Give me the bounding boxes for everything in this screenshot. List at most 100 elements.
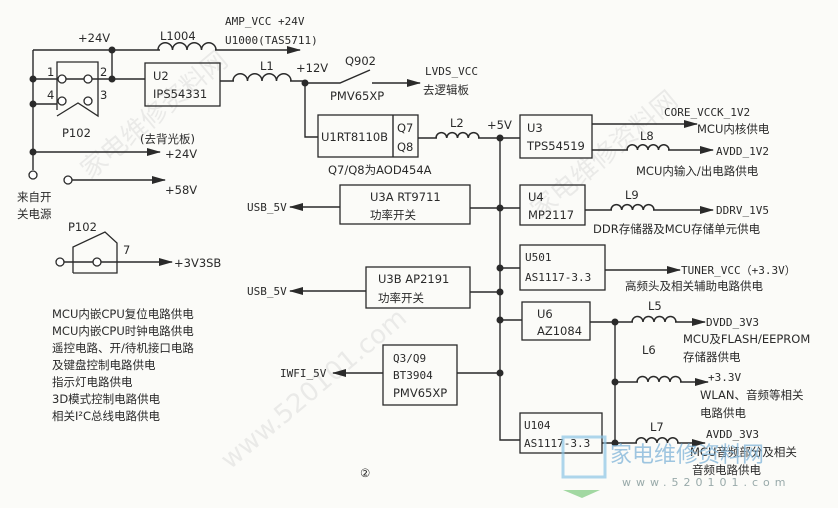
- u3-name: U3: [527, 121, 543, 135]
- tuner-desc: 高频头及相关辅助电路供电: [625, 279, 763, 293]
- plus5v-label: +5V: [487, 118, 512, 132]
- tuner-vcc-label: TUNER_VCC（+3.3V）: [681, 264, 796, 277]
- u3a-name: U3A RT9711: [370, 190, 441, 204]
- u2-part: IPS54331: [153, 87, 207, 101]
- q3-q9-branch: Q3/Q9 BT3904 PMV65XP IWFI_5V: [280, 344, 504, 406]
- plus12v-label: +12V: [296, 61, 328, 75]
- connector-label: P102: [62, 126, 91, 140]
- inductor-l5: [631, 315, 677, 323]
- amp-branch: L1004 AMP_VCC +24V U1000(TAS5711): [157, 15, 318, 51]
- plus3v3-desc-1: WLAN、音频等相关: [700, 388, 804, 402]
- dvdd-desc-1: MCU及FLASH/EEPROM: [683, 332, 810, 346]
- avdd-3v3-desc-2: 音频电路供电: [692, 463, 761, 477]
- background-watermark: 家电维修资料网 家电维修资料网 www.520101.com: [75, 45, 684, 475]
- figure-number: ②: [360, 466, 370, 480]
- lvds-vcc-label: LVDS_VCC: [425, 65, 478, 78]
- inductor-l2: [435, 131, 480, 139]
- standby-load: 相关I²C总线电路供电: [52, 409, 161, 423]
- q7-label: Q7: [397, 121, 413, 135]
- usb5v-label-1: USB_5V: [247, 201, 287, 214]
- plus3v3-desc-2: 电路供电: [700, 406, 746, 420]
- l8-label: L8: [640, 129, 654, 143]
- u4-part: MP2117: [528, 208, 574, 222]
- standby-load: 3D模式控制电路供电: [52, 392, 161, 406]
- u3-part: TPS54519: [526, 139, 585, 153]
- source-label-2: 关电源: [17, 207, 52, 221]
- u501-name: U501: [525, 251, 552, 264]
- site-logo: 家电维修资料网 www.520101.com: [561, 435, 790, 498]
- plus58v-label: +58V: [165, 183, 197, 197]
- u3-branch: U3 TPS54519 L8 CORE_VCCK_1V2 MCU内核供电 AVD…: [519, 106, 770, 178]
- backlight-label: (去背光板): [140, 132, 195, 146]
- dvdd-desc-2: 存储器供电: [683, 350, 741, 364]
- amp-chip-label: U1000(TAS5711): [225, 34, 318, 47]
- l9-label: L9: [625, 188, 639, 202]
- u4-name: U4: [528, 190, 544, 204]
- ddrv-label: DDRV_1V5: [716, 204, 769, 217]
- u3b-u501-branch: U3B AP2191 功率开关 USB_5V U501 AS1117-3.3 T…: [247, 244, 796, 309]
- l2-label: L2: [450, 116, 464, 130]
- u104-part: AS1117-3.3: [524, 437, 590, 450]
- pin-1-label: 1: [47, 65, 54, 79]
- u6-part: AZ1084: [537, 324, 582, 338]
- q3-part-1: BT3904: [393, 369, 433, 382]
- l6-label: L6: [642, 343, 656, 357]
- u6-branch: U6 AZ1084 L5 DVDD_3V3 MCU及FLASH/EEPROM 存…: [496, 299, 810, 443]
- q3-part-2: PMV65XP: [393, 386, 447, 400]
- q3-name: Q3/Q9: [393, 352, 426, 365]
- u1-name: U1RT8110B: [321, 130, 388, 144]
- avdd-1v2-desc: MCU内输入/出电路供电: [636, 164, 759, 178]
- l1004-label: L1004: [160, 29, 196, 43]
- plus3v3-label: +3.3V: [708, 371, 741, 384]
- u104-branch: U104 AS1117-3.3 L7 AVDD_3V3 MCU音频部分及相关 音…: [519, 412, 797, 477]
- avdd-3v3-desc-1: MCU音频部分及相关: [690, 445, 797, 459]
- amp-vcc-label: AMP_VCC +24V: [225, 15, 305, 28]
- standby-load: MCU内嵌CPU复位电路供电: [52, 307, 194, 321]
- source-label-1: 来自开: [17, 190, 52, 204]
- power-input: +24V 1 2 3 4 P102 (去背光板) +24V +58V 来自开 关…: [17, 31, 300, 221]
- u501-part: AS1117-3.3: [525, 271, 591, 284]
- standby-branch: P102 7 +3V3SB MCU内嵌CPU复位电路供电 MCU内嵌CPU时钟电…: [52, 220, 221, 423]
- q902-part: PMV65XP: [330, 89, 384, 103]
- inductor-l8: [626, 144, 670, 151]
- core-desc: MCU内核供电: [697, 122, 770, 136]
- p102-standby-label: P102: [68, 220, 97, 234]
- u2-branch: U2 IPS54331 L1 +12V: [144, 59, 328, 107]
- u1-branch: U1RT8110B Q7 Q8 Q7/Q8为AOD454A L2 +5V: [304, 83, 520, 441]
- logo-text: 家电维修资料网: [610, 443, 764, 468]
- logic-board-label: 去逻辑板: [423, 83, 469, 97]
- q902-name: Q902: [345, 54, 376, 68]
- avdd-1v2-label: AVDD_1V2: [716, 145, 769, 158]
- standby-load: MCU内嵌CPU时钟电路供电: [52, 324, 194, 338]
- inductor-l1: [232, 73, 292, 82]
- u3a-u4-branch: U3A RT9711 功率开关 USB_5V U4 MP2117 L9 DDRV…: [247, 184, 769, 236]
- inductor-l9: [610, 203, 655, 211]
- pin-4-label: 4: [47, 88, 54, 102]
- u3b-desc: 功率开关: [378, 291, 424, 305]
- standby-load: 及键盘控制电路供电: [52, 358, 156, 372]
- u3a-desc: 功率开关: [370, 208, 416, 222]
- inductor-l1004: [157, 42, 217, 51]
- inductor-l7: [635, 437, 679, 444]
- l5-label: L5: [648, 299, 662, 313]
- avdd-3v3-label: AVDD_3V3: [706, 428, 759, 441]
- q7-q8-note: Q7/Q8为AOD454A: [328, 163, 432, 177]
- ddrv-desc: DDR存储器及MCU存储单元供电: [593, 222, 761, 236]
- standby-load: 指示灯电路供电: [52, 375, 133, 389]
- pin-7-label: 7: [123, 243, 130, 257]
- logo-url: www.520101.com: [622, 476, 790, 489]
- dvdd-label: DVDD_3V3: [706, 316, 759, 329]
- q8-label: Q8: [397, 140, 413, 154]
- usb5v-label-2: USB_5V: [247, 285, 287, 298]
- inductor-l6: [636, 375, 682, 383]
- u104-name: U104: [524, 419, 551, 432]
- l1-label: L1: [260, 59, 274, 73]
- u3b-name: U3B AP2191: [378, 272, 449, 286]
- core-vcck-label: CORE_VCCK_1V2: [664, 106, 750, 119]
- pin-2-label: 2: [100, 65, 107, 79]
- pin-3-label: 3: [100, 88, 107, 102]
- plus24v-label: +24V: [78, 31, 110, 45]
- q902-branch: Q902 PMV65XP LVDS_VCC 去逻辑板: [305, 54, 478, 103]
- svg-text:家电维修资料网: 家电维修资料网: [525, 85, 684, 225]
- u2-name: U2: [153, 69, 169, 83]
